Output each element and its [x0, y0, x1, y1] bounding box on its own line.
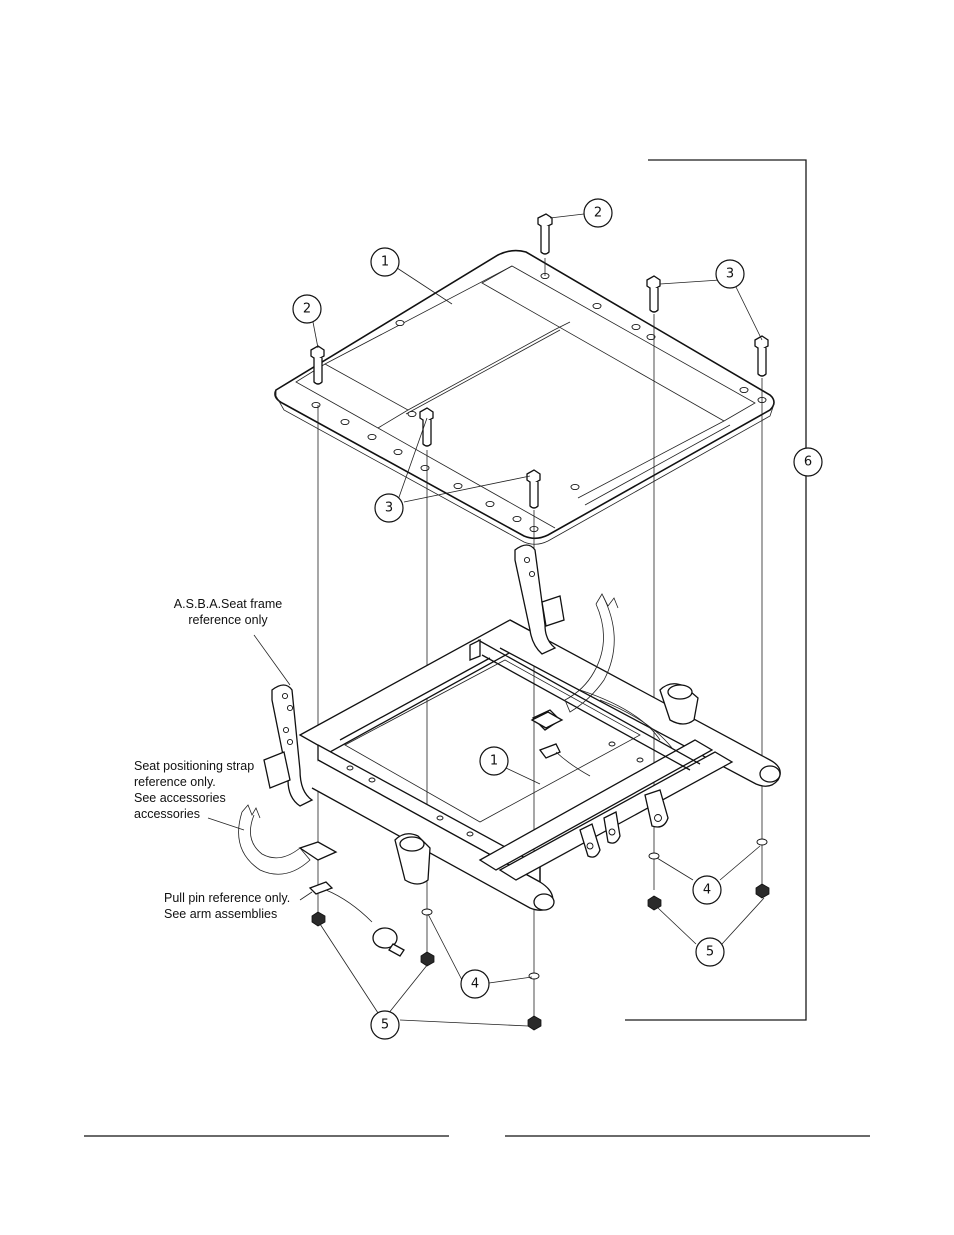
seat-straps — [238, 593, 619, 875]
callout-4-left-label: 4 — [471, 977, 479, 992]
callout-3-bottom-label: 3 — [385, 501, 393, 516]
note-pull-pin-line2: See arm assemblies — [164, 907, 277, 921]
note-asba: A.S.B.A.Seat frame reference only — [174, 597, 282, 627]
bolt-right-2 — [754, 335, 769, 377]
callout-6: 6 — [793, 447, 823, 477]
bolt-center — [419, 407, 434, 447]
seat-plate — [274, 249, 775, 545]
callout-4-left: 4 — [460, 969, 490, 999]
note-strap: Seat positioning strap reference only. S… — [134, 759, 254, 821]
note-pull-pin: Pull pin reference only. See arm assembl… — [164, 891, 290, 921]
callout-3-right: 3 — [715, 259, 745, 289]
note-asba-line2: reference only — [188, 613, 268, 627]
leader-lines — [207, 213, 765, 1027]
note-pull-pin-line1: Pull pin reference only. — [164, 891, 290, 905]
callout-1-frame: 1 — [479, 746, 509, 776]
callout-4-right: 4 — [692, 875, 722, 905]
callout-5-right-label: 5 — [706, 945, 714, 960]
callout-1-frame-label: 1 — [490, 754, 498, 769]
bolt-front — [526, 469, 541, 509]
callout-5-left: 5 — [370, 1010, 400, 1040]
assembly-bracket — [625, 159, 807, 1021]
callout-3-right-label: 3 — [726, 267, 734, 282]
callout-5-left-label: 5 — [381, 1018, 389, 1033]
bolt-top — [537, 213, 553, 255]
note-strap-line4: accessories — [134, 807, 200, 821]
note-asba-line1: A.S.B.A.Seat frame — [174, 597, 282, 611]
seat-frame — [263, 544, 781, 911]
callout-6-label: 6 — [804, 455, 812, 470]
callout-2-top-label: 2 — [594, 206, 602, 221]
callout-2-top: 2 — [583, 198, 613, 228]
bolts — [310, 213, 769, 509]
callout-1-plate: 1 — [370, 247, 400, 277]
hardware — [311, 838, 770, 1031]
bolt-right-1 — [646, 275, 661, 313]
callout-2-left: 2 — [292, 294, 322, 324]
callout-3-bottom: 3 — [374, 493, 404, 523]
note-strap-line2: reference only. — [134, 775, 216, 789]
callout-5-right: 5 — [695, 937, 725, 967]
note-strap-line3: See accessories — [134, 791, 226, 805]
pull-pin — [308, 743, 591, 957]
callout-1-plate-label: 1 — [381, 255, 389, 270]
note-strap-line1: Seat positioning strap — [134, 759, 254, 773]
callout-4-right-label: 4 — [703, 883, 711, 898]
callout-2-left-label: 2 — [303, 302, 311, 317]
